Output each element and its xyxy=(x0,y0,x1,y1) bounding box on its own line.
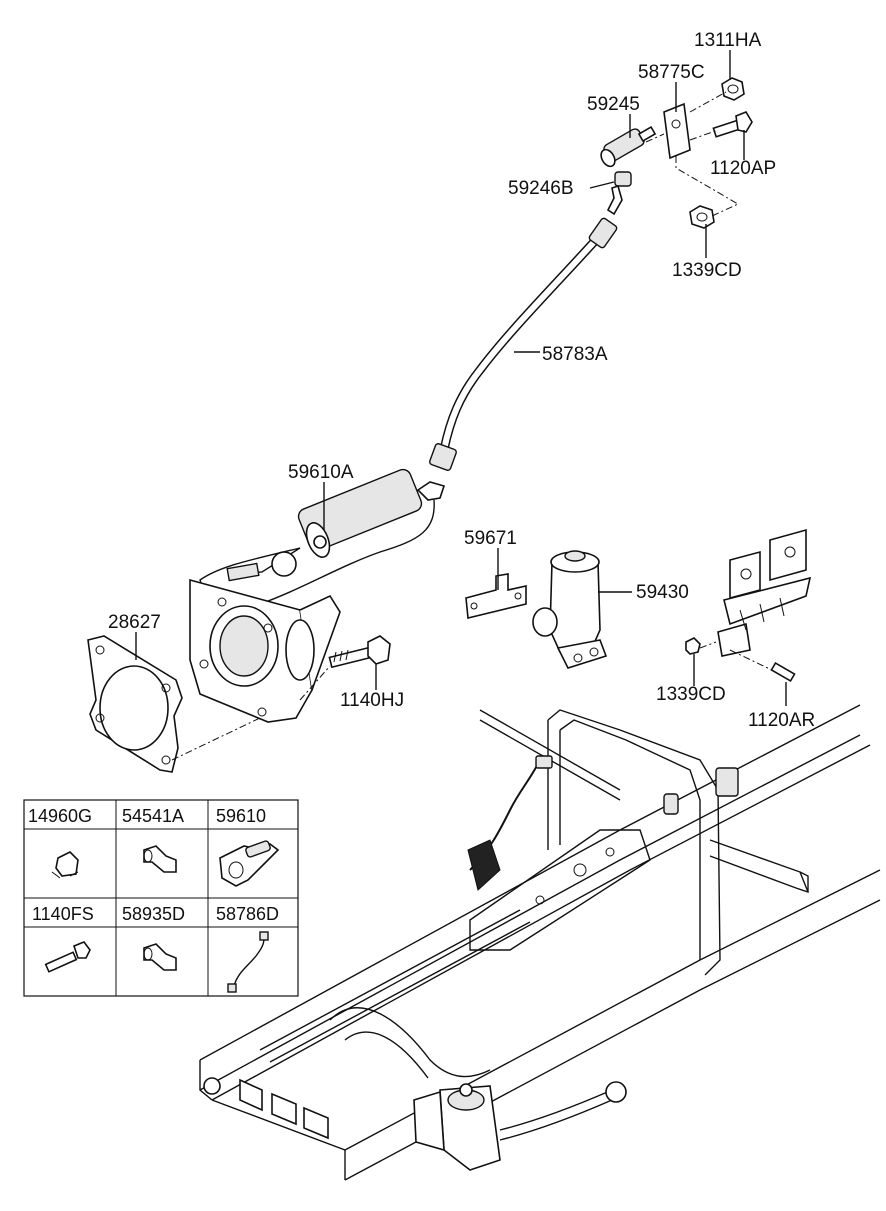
label-58775c: 58775C xyxy=(638,62,705,83)
table-cell-54541a: 54541A xyxy=(122,806,184,826)
label-58783a: 58783A xyxy=(542,344,608,365)
table-cell-1140fs: 1140FS xyxy=(32,904,94,924)
table-cell-58935d: 58935D xyxy=(122,904,185,924)
vacuum-hose xyxy=(429,217,618,471)
bolt-1140hj-icon xyxy=(299,635,391,701)
label-59671: 59671 xyxy=(464,528,517,549)
table-cell-59610: 59610 xyxy=(216,806,266,826)
connector-59245-icon xyxy=(600,125,657,168)
label-1339cd-top: 1339CD xyxy=(672,260,742,281)
gasket-28627-icon xyxy=(87,635,261,773)
label-59246b: 59246B xyxy=(508,178,574,199)
label-1140hj: 1140HJ xyxy=(340,690,404,711)
label-1311ha: 1311HA xyxy=(694,30,762,51)
elbow-fitting-icon xyxy=(143,845,177,873)
parts-table: 14960G 54541A 59610 1140FS 58935D 58786D xyxy=(23,799,299,997)
label-1120ar: 1120AR xyxy=(748,710,815,731)
clip-icon xyxy=(51,851,79,879)
bracket-plate xyxy=(663,102,691,160)
nut-1339cd-top-icon xyxy=(689,205,715,229)
wire-harness-icon xyxy=(227,931,269,993)
table-cell-14960g: 14960G xyxy=(28,806,92,826)
exhaust-brake-assembly xyxy=(189,468,446,723)
label-1120ap: 1120AP xyxy=(710,158,776,179)
solenoid-valve-59430-icon xyxy=(532,550,608,669)
bracket-assembly xyxy=(600,77,753,229)
label-1339cd-mid: 1339CD xyxy=(656,684,726,705)
chassis-frame xyxy=(199,704,881,1181)
leader-lines xyxy=(135,50,787,706)
callout-labels: 1311HA 58775C 59245 1120AP 59246B 1339CD… xyxy=(108,30,815,731)
bolt-1120ap-icon xyxy=(712,111,753,138)
label-59610a: 59610A xyxy=(288,462,354,483)
bolt-icon xyxy=(44,941,91,973)
actuator-icon xyxy=(219,840,280,887)
elbow-fitting-icon xyxy=(143,943,177,971)
label-28627: 28627 xyxy=(108,612,161,633)
label-59245: 59245 xyxy=(587,94,640,115)
label-59430: 59430 xyxy=(636,582,689,603)
vacuum-manifold-icon xyxy=(685,528,812,683)
solenoid-bracket-59671-icon xyxy=(465,573,527,619)
elbow-59246b-icon xyxy=(606,171,632,216)
nut-1311ha-icon xyxy=(721,77,745,101)
table-cell-58786d: 58786D xyxy=(216,904,279,924)
